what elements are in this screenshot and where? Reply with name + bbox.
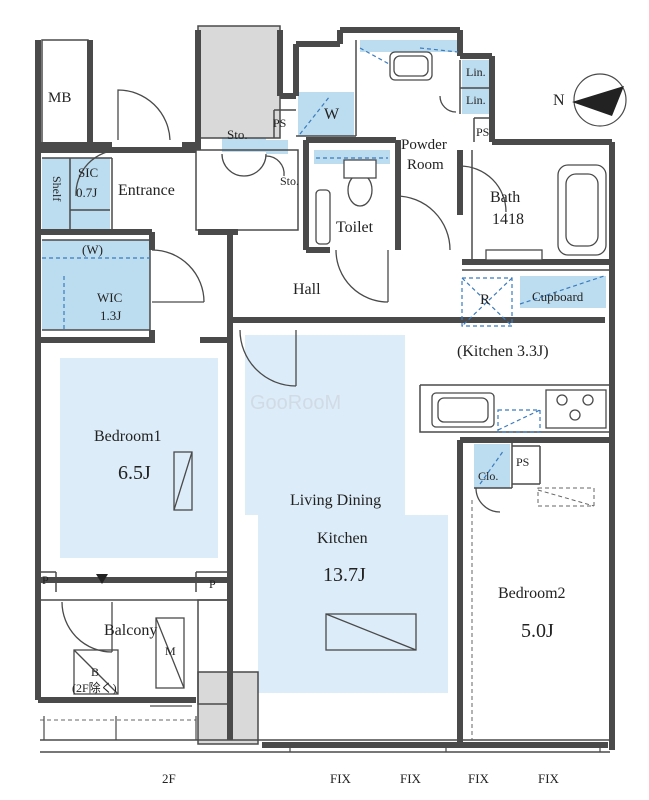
w-closet-label: (W)	[82, 242, 103, 257]
bedroom1-size-label: 6.5J	[118, 462, 151, 484]
bath-label: Bath	[490, 189, 521, 206]
sic-label: SIC	[78, 165, 99, 180]
wic-label: WIC	[97, 290, 123, 305]
shelf-label: Shelf	[50, 176, 65, 202]
sto-right-fill	[266, 140, 288, 154]
sink-icon	[431, 392, 495, 428]
bedroom2-label: Bedroom2	[498, 585, 566, 602]
lin-label-1: Lin.	[466, 65, 486, 79]
meter-label: M	[165, 644, 176, 658]
ldk-label-line2: Kitchen	[317, 530, 368, 547]
bedroom1-label: Bedroom1	[94, 428, 162, 445]
balcony-label: Balcony	[104, 622, 158, 639]
sto-left-label: Sto.	[227, 127, 248, 142]
bath-size-label: 1418	[492, 211, 524, 228]
ps-top-label: PS	[273, 116, 287, 130]
ps-right-label: PS	[476, 125, 490, 139]
fix-label-4: FIX	[538, 771, 559, 786]
ldk-aircon-icon	[325, 613, 417, 651]
sto-right-label: Sto.	[280, 174, 300, 188]
north-arrow-icon	[572, 73, 627, 127]
refrigerator-label: R	[480, 292, 491, 308]
walls	[35, 27, 615, 750]
w-fill	[298, 92, 354, 136]
vanity-fill	[360, 40, 460, 52]
stove-icon	[545, 389, 607, 429]
linen-fill	[462, 60, 492, 114]
bedroom2-size-label: 5.0J	[521, 620, 554, 642]
ldk-floor	[245, 335, 448, 693]
wic-size-label: 1.3J	[100, 308, 122, 323]
sic-size-label: 0.7J	[76, 185, 98, 200]
toilet-label: Toilet	[336, 219, 374, 236]
b-box-label: B	[91, 665, 100, 679]
hall-label: Hall	[293, 281, 321, 298]
bedroom1-aircon-icon	[173, 451, 193, 511]
p-right-label: P	[209, 577, 216, 591]
cupboard-fill	[520, 276, 606, 308]
wic-fill	[42, 240, 150, 330]
door-swings	[61, 89, 507, 653]
fix-label-2: FIX	[400, 771, 421, 786]
mb-label: MB	[48, 90, 72, 106]
powder-room-label-line2: Room	[407, 157, 444, 173]
vanity-basin-icon	[389, 51, 433, 81]
lin-label-2: Lin.	[466, 93, 486, 107]
balcony-entry-marker-icon	[96, 574, 108, 584]
shaft-top	[197, 25, 281, 139]
entrance-label: Entrance	[118, 182, 175, 199]
watermark: GooRooM	[250, 392, 342, 414]
fix-label-3: FIX	[468, 771, 489, 786]
w-label: W	[324, 106, 340, 123]
kitchen-label: (Kitchen 3.3J)	[457, 343, 549, 360]
powder-room-label-line1: Powder	[401, 137, 447, 153]
toilet-icon	[315, 189, 331, 245]
thin-walls	[38, 39, 612, 753]
bedroom1-floor	[60, 358, 218, 558]
floor-label: 2F	[162, 771, 176, 786]
windows	[43, 705, 601, 752]
north-label: N	[553, 92, 565, 109]
ldk-label-line1: Living Dining	[290, 492, 382, 509]
symbol-boxes	[73, 451, 417, 695]
meter-box-icon	[155, 617, 185, 689]
gray-dashed	[40, 487, 595, 740]
ps-bedroom2-label: PS	[516, 455, 530, 469]
fixtures	[315, 51, 607, 429]
b-box-note: (2F除く)	[72, 681, 117, 695]
b-box-icon	[73, 649, 119, 695]
cupboard-label: Cupboard	[532, 289, 584, 304]
clo-label: Clo.	[478, 469, 499, 483]
bathtub-icon	[557, 164, 607, 256]
bath-panel-icon	[485, 249, 543, 261]
fix-label-1: FIX	[330, 771, 351, 786]
ldk-size-label: 13.7J	[323, 564, 366, 586]
p-left-label: P	[42, 573, 49, 587]
